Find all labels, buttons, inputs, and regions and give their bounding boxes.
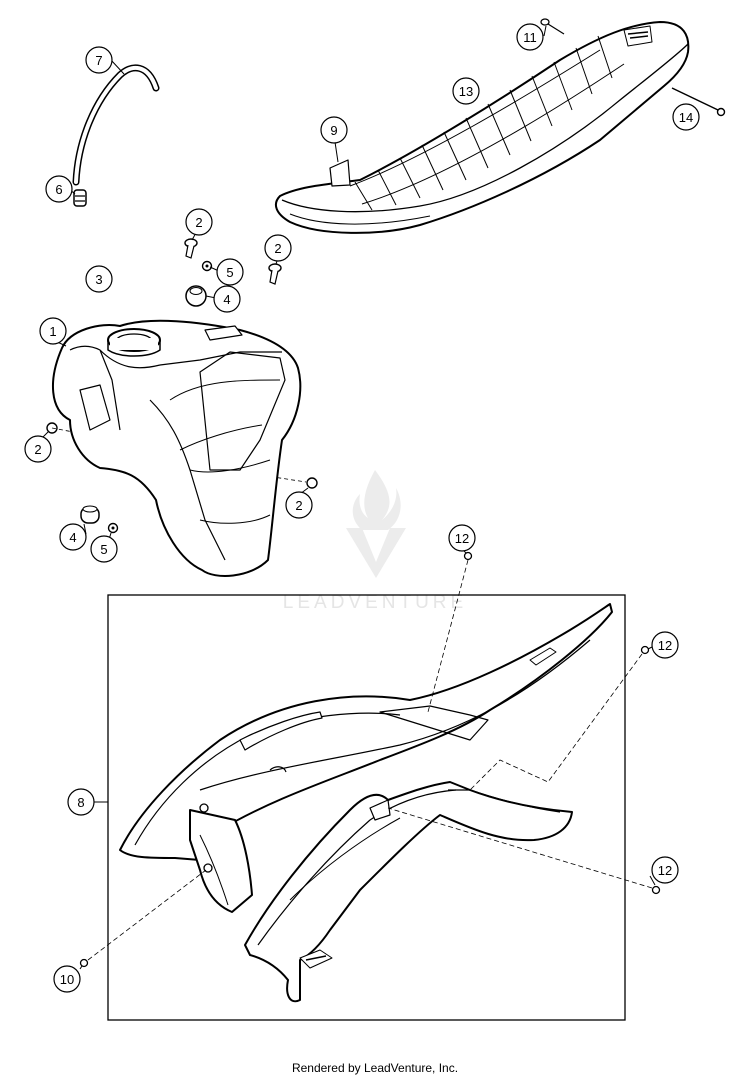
svg-text:5: 5 [226,265,233,280]
svg-text:8: 8 [77,795,84,810]
callout-13: 13 [452,77,480,105]
footer-credit: Rendered by LeadVenture, Inc. [291,1061,459,1075]
callout-3: 3 [85,265,113,293]
callout-2-top-right: 2 [264,234,292,262]
watermark-v-icon [346,528,406,578]
side-cover-kit-frame [107,594,626,1021]
svg-text:14: 14 [679,110,693,125]
svg-text:5: 5 [100,542,107,557]
right-side-cover [244,781,573,1003]
svg-text:10: 10 [60,972,74,987]
watermark-flame-icon [352,470,401,530]
seat [274,21,690,234]
left-side-cover [119,603,613,913]
callout-10: 10 [53,965,81,993]
svg-text:6: 6 [55,182,62,197]
callout-7: 7 [85,46,113,74]
callout-5-lower: 5 [90,535,118,563]
watermark: LEADVENTURE [283,470,467,613]
svg-text:2: 2 [34,442,41,457]
callout-2-top-left: 2 [185,208,213,236]
screw-12b [469,645,650,791]
callout-8: 8 [67,788,95,816]
watermark-text: LEADVENTURE [283,592,467,613]
svg-text:7: 7 [95,53,102,68]
callout-9: 9 [320,116,348,144]
callouts: 1 2 2 2 2 3 4 4 5 5 6 7 8 9 10 11 12 12 … [24,23,700,993]
callout-12-bottom: 12 [651,856,679,884]
callout-2-left: 2 [24,435,52,463]
nut-5b [107,522,119,534]
callout-11: 11 [516,23,544,51]
svg-text:9: 9 [330,123,337,138]
callout-12-right: 12 [651,631,679,659]
fuel-tank [52,319,302,577]
callout-2-right: 2 [285,491,313,519]
bushing-4b [80,505,100,524]
hose-clamp [73,189,87,207]
screw-12c [387,807,661,895]
svg-text:12: 12 [658,638,672,653]
screw-2c [46,422,85,435]
screw-10 [79,869,207,968]
callout-14: 14 [672,103,700,131]
svg-text:4: 4 [223,292,230,307]
screw-2b [268,263,282,285]
svg-text:1: 1 [49,324,56,339]
svg-text:2: 2 [295,498,302,513]
bushing-4a [185,285,207,307]
screw-12a [427,551,473,713]
callout-1: 1 [39,317,67,345]
svg-text:3: 3 [95,272,102,287]
screw-14 [671,87,726,117]
callout-12-top: 12 [448,524,476,552]
screw-11 [540,18,565,35]
svg-text:12: 12 [658,863,672,878]
callout-4-lower: 4 [59,523,87,551]
svg-text:2: 2 [195,215,202,230]
nut-5a [201,260,213,272]
callout-4-upper: 4 [213,285,241,313]
svg-text:2: 2 [274,241,281,256]
screw-2a [184,238,198,259]
svg-text:13: 13 [459,84,473,99]
callout-5-upper: 5 [216,258,244,286]
svg-text:12: 12 [455,531,469,546]
svg-text:4: 4 [69,530,76,545]
callout-6: 6 [45,175,73,203]
svg-text:11: 11 [523,30,537,45]
